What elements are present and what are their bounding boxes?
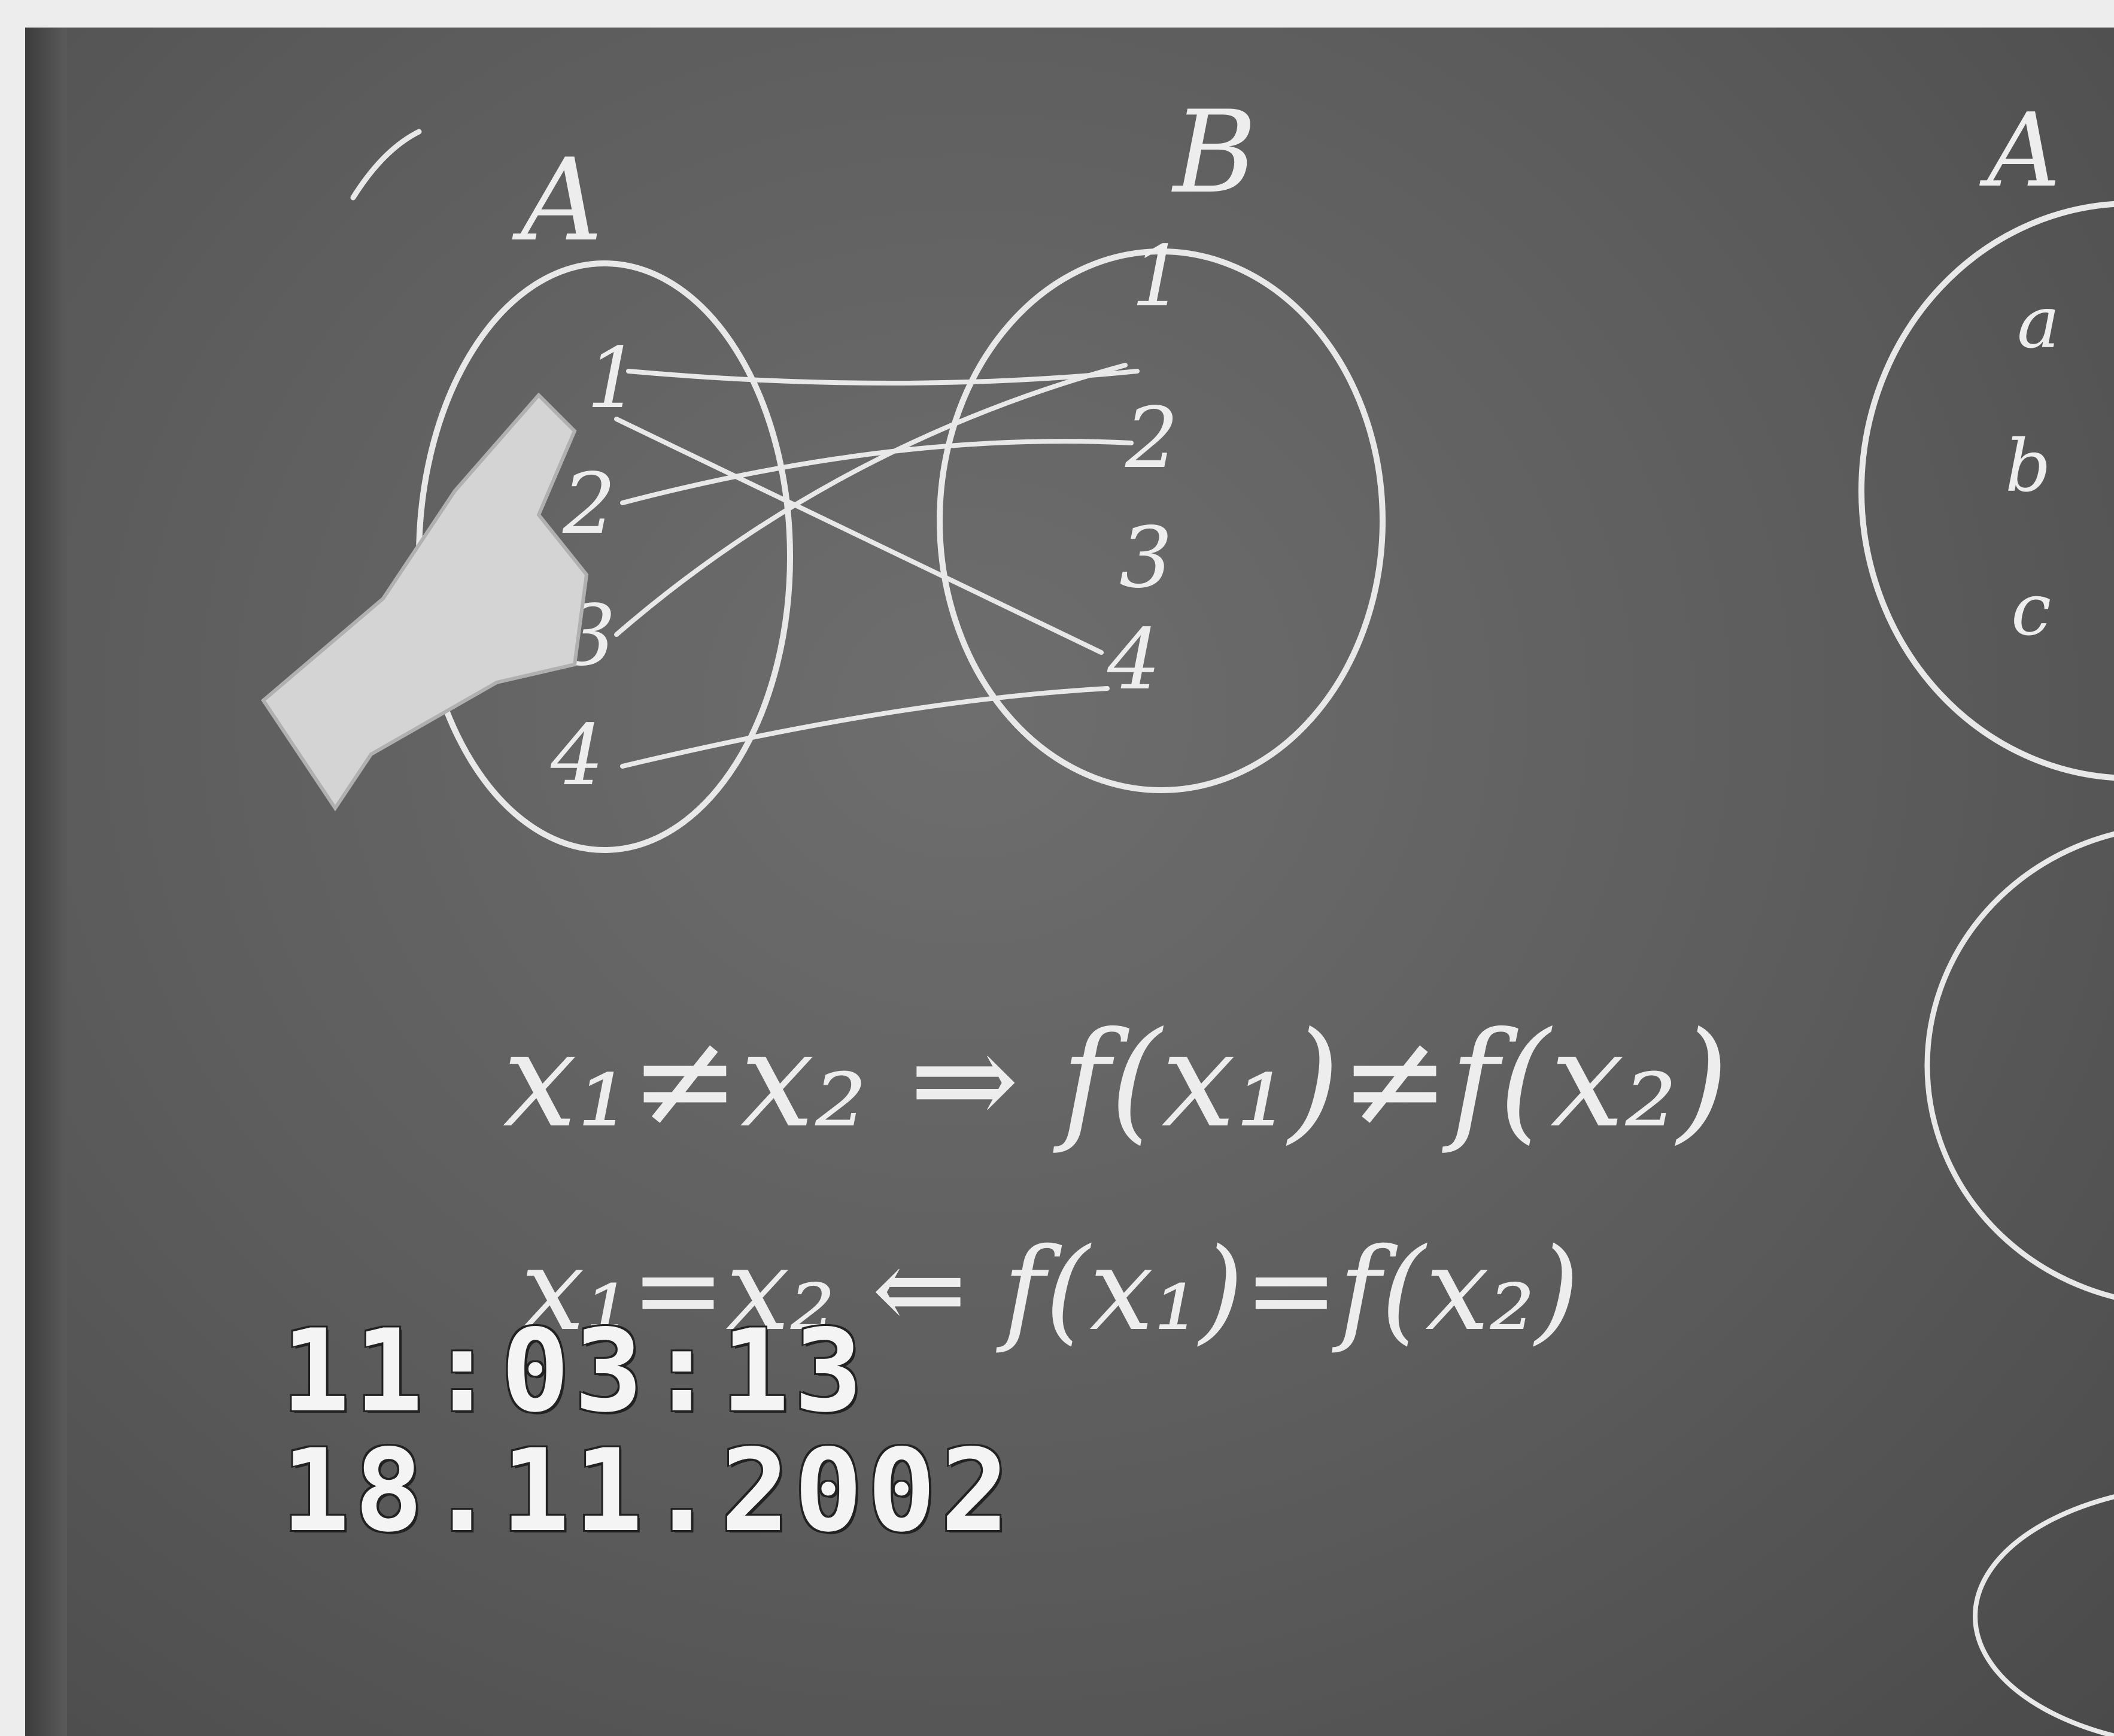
timestamp-time: 11:03:13: [281, 1305, 867, 1437]
set-a-label: A: [512, 134, 603, 266]
arrow-4: [622, 688, 1107, 766]
chalk-stroke: [353, 132, 419, 198]
set-a-element-2: 2: [562, 456, 616, 553]
right-bottom-ellipse: [1975, 1485, 2114, 1736]
right-lower-ellipse: [1927, 826, 2114, 1305]
set-b-element-3: 3: [1119, 509, 1173, 607]
set-b-element-1: 1: [1131, 228, 1184, 326]
set-b-label: B: [1171, 86, 1257, 218]
arrow-1: [628, 371, 1137, 383]
set-a-element-1: 1: [587, 330, 640, 427]
set-b-element-2: 2: [1125, 390, 1179, 487]
right-set-ellipse: [1861, 204, 2114, 778]
right-set-element-a: a: [2017, 281, 2060, 365]
set-b-element-4: 4: [1107, 611, 1161, 709]
pointing-hand: [263, 395, 587, 808]
arrow-3: [616, 365, 1125, 635]
right-set-element-c: c: [2011, 569, 2051, 652]
formula-injective: x₁≠x₂ ⇒ f(x₁)≠f(x₂): [503, 1003, 1729, 1157]
right-set-label: A: [1979, 92, 2061, 210]
arrow-2: [622, 441, 1131, 503]
set-a-element-4: 4: [550, 707, 604, 805]
timestamp-date: 18.11.2002: [281, 1425, 1014, 1557]
mapping-arrows: [616, 365, 1137, 766]
right-set-element-b: b: [2005, 425, 2051, 508]
